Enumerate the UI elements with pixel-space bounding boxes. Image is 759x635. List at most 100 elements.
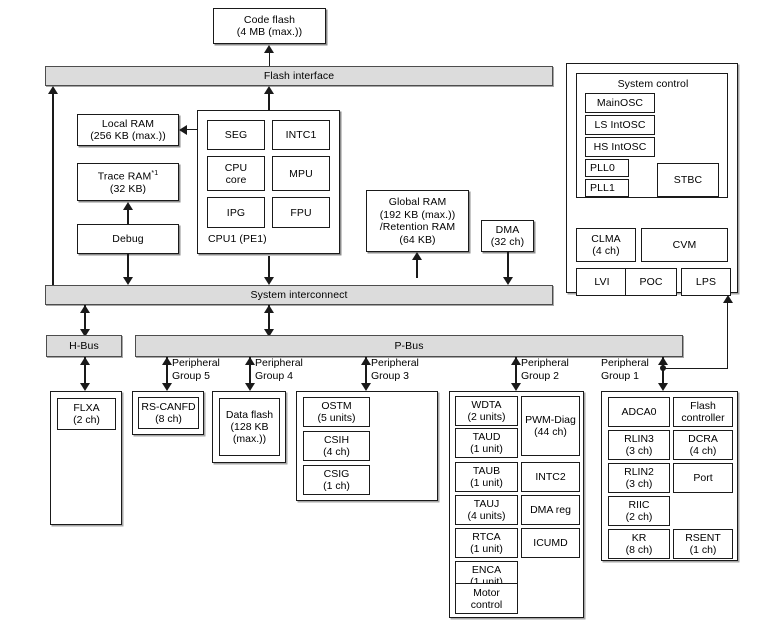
block-system-control-inner: System control MainOSC LS IntOSC HS IntO… <box>576 73 728 198</box>
rlin3-line1: RLIN3 <box>624 433 654 445</box>
poc-label: POC <box>639 275 663 288</box>
stbc-label: STBC <box>673 174 703 186</box>
cpu1-intc1-label: INTC1 <box>285 129 317 141</box>
dma-line1: DMA <box>495 223 520 236</box>
cpu1-unit-fpu: FPU <box>272 197 330 228</box>
system-control-title: System control <box>617 78 689 90</box>
motor-line2: control <box>470 598 503 611</box>
rtca-line1: RTCA <box>472 531 501 543</box>
junction-dot-group1 <box>660 365 667 371</box>
global-ram-line1: Global RAM <box>388 196 447 208</box>
peripheral-tauj: TAUJ (4 units) <box>455 495 518 525</box>
group-peripheral-3: OSTM (5 units) CSIH (4 ch) CSIG (1 ch) <box>296 391 438 501</box>
block-clma: CLMA (4 ch) <box>576 228 636 262</box>
arrow-down-flxa <box>80 383 90 391</box>
dcra-line2: (4 ch) <box>689 445 717 457</box>
block-local-ram: Local RAM (256 KB (max.)) <box>77 114 179 146</box>
taud-line1: TAUD <box>472 431 501 443</box>
cpu1-unit-ipg: IPG <box>207 197 265 228</box>
rlin2-line2: (3 ch) <box>625 478 653 490</box>
arrow-up-globalram <box>412 252 422 260</box>
peripheral-data-flash: Data flash (128 KB (max.)) <box>219 398 280 456</box>
bus-h-bus: H-Bus <box>46 335 122 357</box>
arrow-up-pbus <box>264 305 274 313</box>
arrow-up-codeflash <box>264 45 274 53</box>
peripheral-port: Port <box>673 463 733 493</box>
cpu1-unit-mpu: MPU <box>272 156 330 191</box>
peripheral-kr: KR (8 ch) <box>608 529 670 559</box>
dcra-line1: DCRA <box>688 433 718 445</box>
block-dma: DMA (32 ch) <box>481 220 534 252</box>
sysctl-hs-intosc: HS IntOSC <box>585 137 655 157</box>
block-poc: POC <box>625 268 677 296</box>
dma-reg-line1: DMA reg <box>530 504 571 516</box>
rs-canfd-line1: RS-CANFD <box>141 401 196 413</box>
tauj-line2: (4 units) <box>467 510 506 522</box>
peripheral-rlin2: RLIN2 (3 ch) <box>608 463 670 493</box>
local-ram-line2: (256 KB (max.)) <box>90 130 166 142</box>
global-ram-line4: (64 KB) <box>399 233 436 246</box>
flxa-line2: (2 ch) <box>73 414 100 426</box>
peripheral-rsent: RSENT (1 ch) <box>673 529 733 559</box>
flash-controller-line1: Flash <box>690 400 716 412</box>
cpu1-unit-seg: SEG <box>207 120 265 150</box>
connector-interconnect-to-flashif <box>52 94 54 285</box>
arrow-up-flxa <box>80 357 90 365</box>
group-peripheral-1: ADCA0 RLIN3 (3 ch) RLIN2 (3 ch) RIIC (2 … <box>601 391 738 561</box>
group-peripheral-5: RS-CANFD (8 ch) <box>132 391 204 435</box>
bus-p-bus: P-Bus <box>135 335 683 357</box>
csig-line2: (1 ch) <box>323 480 350 492</box>
cpu1-core-line2: core <box>225 173 247 186</box>
group-peripheral-2: WDTA (2 units) TAUD (1 unit) TAUB (1 uni… <box>449 391 584 618</box>
pwm-diag-line2: (44 ch) <box>534 426 567 438</box>
ostm-line1: OSTM <box>321 400 352 412</box>
arrow-up-sysctl <box>722 295 733 303</box>
lps-label: LPS <box>695 275 717 288</box>
mainosc-label: MainOSC <box>596 97 644 109</box>
motor-line1: Motor <box>473 586 500 599</box>
csih-line2: (4 ch) <box>323 446 350 458</box>
trace-ram-line2: (32 KB) <box>109 183 147 196</box>
rlin2-line1: RLIN2 <box>624 466 654 478</box>
system-interconnect-label: System interconnect <box>250 288 348 301</box>
arrow-up-group1 <box>658 357 668 365</box>
connector-pbus-group4 <box>249 357 251 389</box>
pll0-label: PLL0 <box>590 162 615 174</box>
connector-cpu1-to-localram <box>187 129 198 131</box>
wdta-line2: (2 units) <box>467 411 506 423</box>
lvi-label: LVI <box>594 275 610 288</box>
arrow-down-dma <box>503 277 513 285</box>
peripheral-pwm-diag: PWM-Diag (44 ch) <box>521 396 580 456</box>
peripheral-csih: CSIH (4 ch) <box>303 431 370 461</box>
peripheral-taud: TAUD (1 unit) <box>455 428 518 458</box>
peripheral-dcra: DCRA (4 ch) <box>673 430 733 460</box>
peripheral-taub: TAUB (1 unit) <box>455 462 518 492</box>
rsent-line2: (1 ch) <box>689 544 717 556</box>
rlin3-line2: (3 ch) <box>625 445 653 457</box>
peripheral-icumd: ICUMD <box>521 528 580 558</box>
block-lvi: LVI <box>576 268 628 296</box>
cpu1-unit-intc1: INTC1 <box>272 120 330 150</box>
csih-line1: CSIH <box>323 434 350 446</box>
rtca-line2: (1 unit) <box>470 543 503 555</box>
arrow-down-group4 <box>245 383 255 391</box>
ostm-line2: (5 units) <box>317 412 356 424</box>
block-lps: LPS <box>681 268 731 296</box>
peripheral-motor-control: Motor control <box>455 583 518 614</box>
tauj-line1: TAUJ <box>473 498 500 510</box>
flash-interface-label: Flash interface <box>263 69 335 82</box>
peripheral-ostm: OSTM (5 units) <box>303 397 370 427</box>
sysctl-pll1: PLL1 <box>585 179 629 197</box>
bus-flash-interface: Flash interface <box>45 66 553 86</box>
data-flash-line2: (128 KB <box>230 421 269 433</box>
pll1-label: PLL1 <box>590 182 615 194</box>
connector-debug-to-traceram <box>127 209 129 224</box>
arrow-down-hbus <box>80 329 90 337</box>
cpu1-ipg-label: IPG <box>226 206 246 219</box>
cpu1-mpu-label: MPU <box>289 167 313 180</box>
arrow-up-traceram <box>123 202 133 210</box>
